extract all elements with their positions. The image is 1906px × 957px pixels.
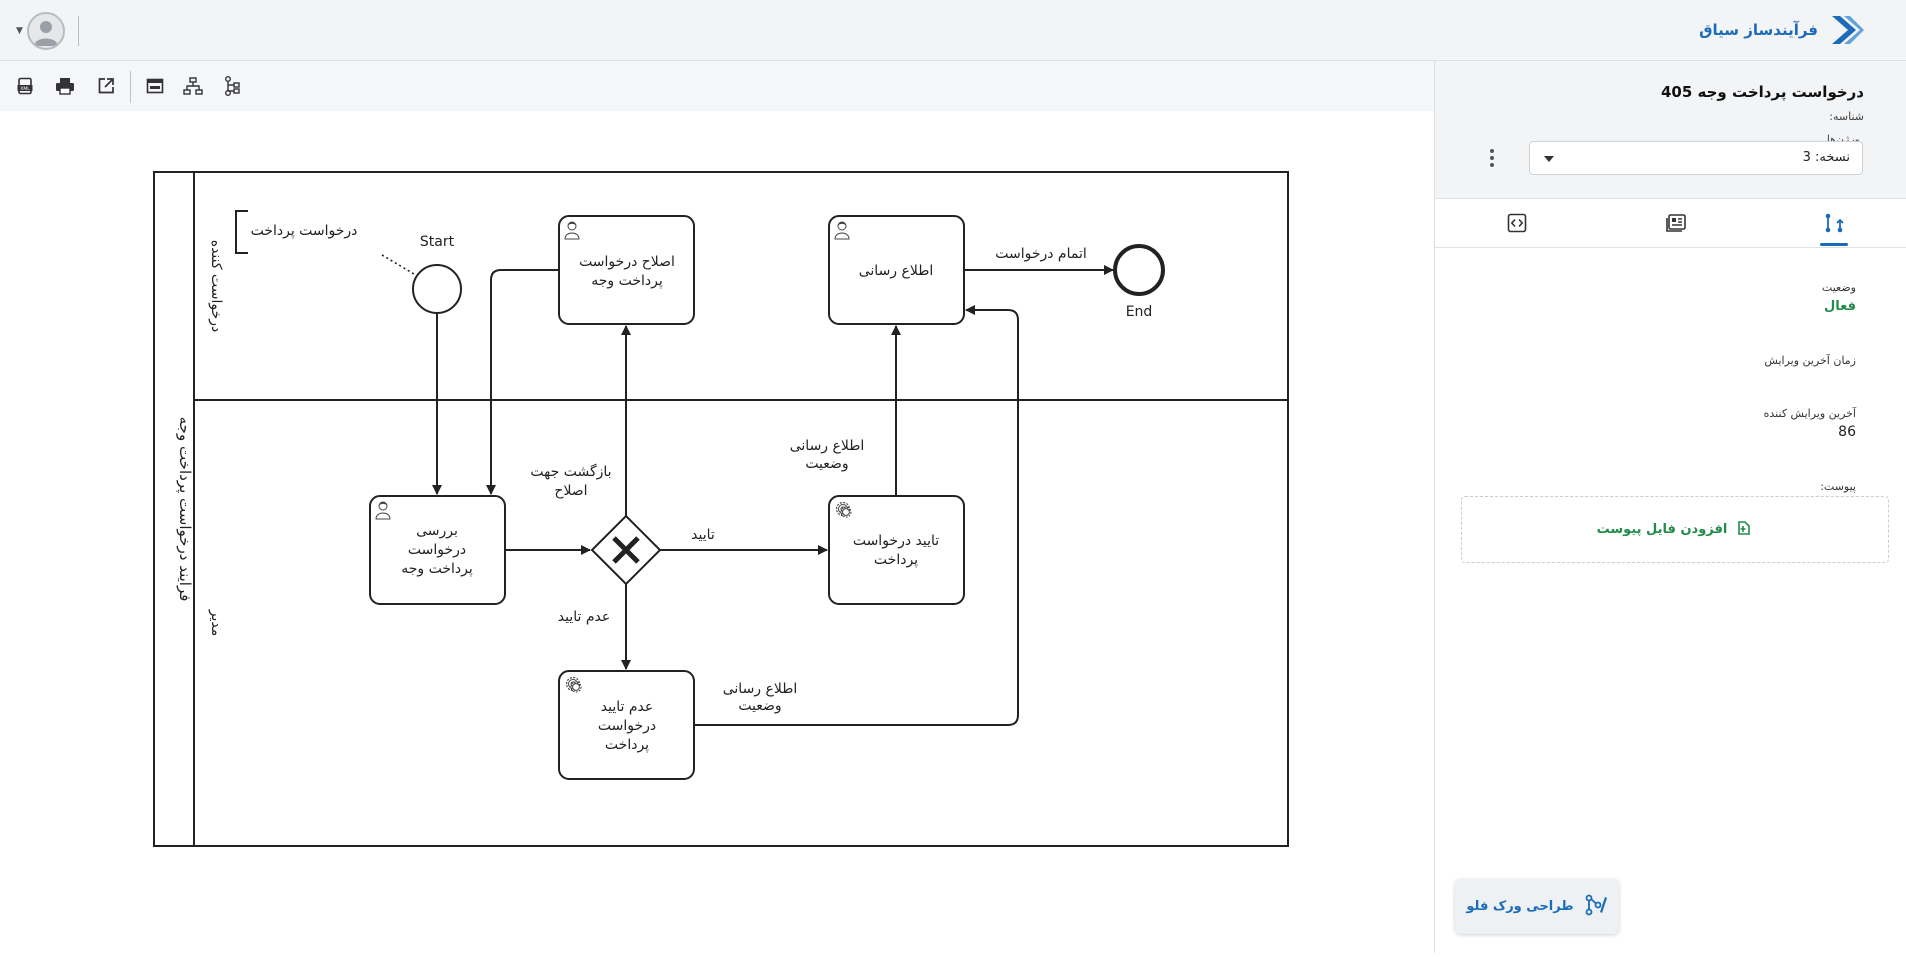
svg-text:بررسی: بررسی	[416, 523, 458, 539]
flow-label-return: بازگشت جهت	[530, 463, 611, 480]
flow-label-reject: عدم تایید	[558, 609, 610, 625]
version-select[interactable]: نسخه: 3	[1529, 141, 1863, 175]
print-icon[interactable]	[52, 73, 78, 99]
svg-text:پرداخت وجه: پرداخت وجه	[401, 561, 473, 577]
task-fix-request[interactable]: اصلاح درخواست پرداخت وجه	[558, 215, 695, 325]
svg-text:درخواست: درخواست	[598, 718, 656, 734]
svg-text:اصلاح درخواست: اصلاح درخواست	[579, 254, 675, 270]
add-attachment-button[interactable]: افزودن فایل پیوست	[1461, 496, 1889, 563]
last-edit-time-label: زمان آخرین ویرایش	[1764, 354, 1856, 367]
user-menu[interactable]: ▼	[16, 12, 65, 50]
code-tab-icon[interactable]	[1503, 209, 1531, 237]
task-reject-payment[interactable]: عدم تایید درخواست پرداخت	[558, 670, 695, 780]
annotation-text: درخواست پرداخت	[251, 223, 358, 239]
user-avatar-icon	[33, 21, 58, 46]
bpmn-diagram[interactable]: فرایند درخواست پرداخت وجه درخواست کننده …	[0, 111, 1434, 953]
start-event[interactable]	[412, 264, 462, 314]
svg-text:پرداخت: پرداخت	[605, 737, 649, 753]
task-approve-payment[interactable]: تایید درخواست پرداخت	[828, 495, 965, 605]
last-editor-value: 86	[1838, 424, 1856, 440]
add-attachment-label: افزودن فایل پیوست	[1596, 522, 1728, 537]
chevron-down-icon[interactable]: ▼	[16, 26, 23, 36]
diagram-canvas[interactable]: فرایند درخواست پرداخت وجه درخواست کننده …	[0, 111, 1434, 953]
svg-text:تایید درخواست: تایید درخواست	[853, 533, 939, 549]
svg-text:وضعیت: وضعیت	[805, 456, 848, 472]
last-editor-label: آخرین ویرایش کننده	[1763, 407, 1856, 420]
status-badge: فعال	[1823, 299, 1856, 314]
panel-header: درخواست پرداخت وجه 405 شناسه: ورژن‌ها نس…	[1435, 61, 1906, 199]
task-notify[interactable]: اطلاع رسانی	[828, 215, 965, 325]
svg-text:پرداخت وجه: پرداخت وجه	[591, 273, 663, 289]
svg-text:عدم تایید: عدم تایید	[601, 699, 653, 715]
svg-text:اصلاح: اصلاح	[554, 483, 587, 499]
pool-label: فرایند درخواست پرداخت وجه	[175, 417, 194, 602]
layout-icon[interactable]	[142, 73, 168, 99]
end-event-label: End	[1126, 304, 1153, 320]
flow-label-approve: تایید	[691, 527, 715, 543]
sequence-flows	[432, 265, 1114, 726]
flow-label-finish: اتمام درخواست	[995, 246, 1087, 262]
document-tab-icon[interactable]	[1662, 209, 1690, 237]
panel-divider	[1434, 61, 1435, 953]
toolbar-separator	[130, 71, 131, 103]
panel-tabs	[1435, 199, 1906, 248]
status-label: وضعیت	[1821, 281, 1856, 294]
process-title: درخواست پرداخت وجه 405	[1660, 83, 1864, 101]
attach-file-icon	[1735, 519, 1753, 541]
lane-label-manager: مدیر	[208, 609, 224, 636]
align-icon[interactable]	[180, 73, 206, 99]
svg-text:پرداخت: پرداخت	[874, 552, 918, 568]
design-workflow-button[interactable]: طراحی ورک فلو	[1455, 879, 1619, 934]
brand-name: فرآیندساز سیاق	[1699, 21, 1818, 39]
workflow-design-icon	[1584, 894, 1608, 920]
flow-label-notify-status: اطلاع رسانی	[790, 438, 865, 454]
brand[interactable]: فرآیندساز سیاق	[1699, 10, 1866, 50]
design-workflow-label: طراحی ورک فلو	[1466, 899, 1574, 914]
chevron-down-icon	[1544, 156, 1554, 162]
brand-logo-icon	[1832, 16, 1864, 44]
start-event-label: Start	[420, 234, 455, 250]
svg-text:وضعیت: وضعیت	[738, 698, 781, 714]
attachment-label: پیوست:	[1820, 480, 1856, 493]
svg-text:XML: XML	[20, 86, 30, 92]
top-bar: فرآیندساز سیاق ▼	[0, 0, 1906, 61]
tree-icon[interactable]	[219, 73, 245, 99]
active-tab-indicator	[1820, 243, 1848, 246]
task-review-request[interactable]: بررسی درخواست پرداخت وجه	[369, 495, 506, 605]
avatar[interactable]	[26, 12, 65, 50]
exclusive-gateway[interactable]	[590, 514, 662, 586]
xml-export-icon[interactable]: XML	[12, 73, 38, 99]
more-options-icon[interactable]	[1489, 149, 1495, 169]
lane-label-requester: درخواست کننده	[208, 240, 224, 333]
top-separator	[78, 16, 79, 46]
text-annotation[interactable]	[235, 210, 248, 254]
id-label: شناسه:	[1829, 110, 1864, 123]
svg-text:درخواست: درخواست	[408, 542, 466, 558]
diagram-toolbar: XML	[0, 61, 1434, 111]
flow-tab-icon[interactable]	[1820, 209, 1848, 237]
svg-text:اطلاع رسانی: اطلاع رسانی	[859, 263, 934, 279]
open-external-icon[interactable]	[93, 73, 119, 99]
pool[interactable]	[153, 171, 1289, 847]
end-event[interactable]	[1113, 244, 1165, 296]
properties-panel: درخواست پرداخت وجه 405 شناسه: ورژن‌ها نس…	[1435, 61, 1906, 953]
version-value: نسخه: 3	[1802, 150, 1850, 165]
flow-label-notify-status-2: اطلاع رسانی	[723, 681, 798, 697]
